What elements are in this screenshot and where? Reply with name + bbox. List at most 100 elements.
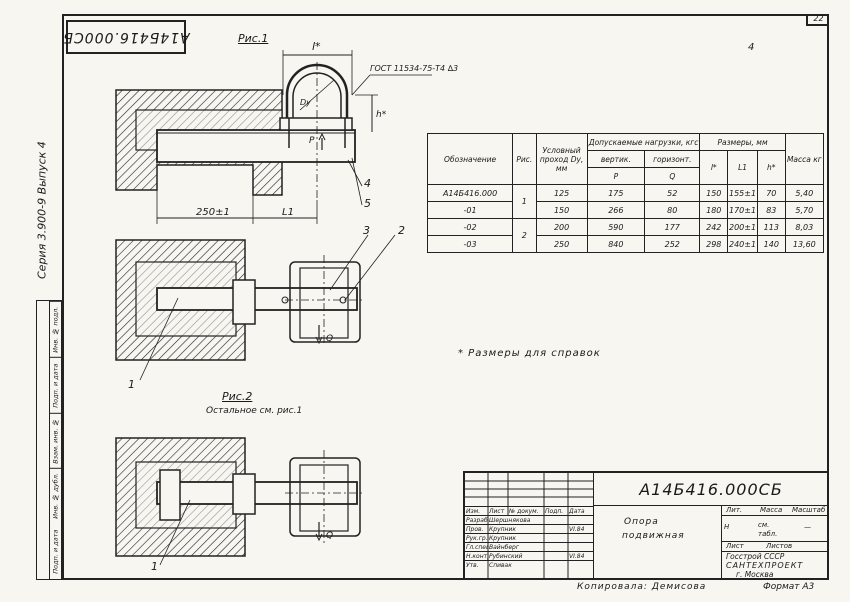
org-1: Госстрой СССР: [726, 552, 785, 561]
fig1-title: Рис.1: [238, 32, 269, 45]
title-block-code: А14Б416.000СБ: [593, 473, 828, 506]
table-row: -03 250 840 252 298 240±1 140 13,60: [426, 235, 825, 253]
th-l1: L1: [727, 150, 758, 185]
fig2-pos1: 1: [151, 560, 158, 573]
th-mass: Масса кг: [784, 133, 825, 185]
title-block-signatures: Изм. Лист № докум. Подп. Дата Разраб. Ше…: [465, 473, 593, 578]
cell-l: 180: [699, 201, 729, 219]
cell-l: 242: [699, 218, 729, 236]
cell-fig: 2: [512, 218, 537, 253]
copied-by: Копировала: Демисова: [577, 582, 707, 592]
th-nominal: Условный проход Dу, мм: [535, 133, 588, 185]
org-2: САНТЕХПРОЕКТ: [726, 561, 804, 570]
cell-l1: 200±1: [727, 218, 758, 236]
th-p: P: [586, 167, 646, 185]
plan-pos1: 1: [128, 378, 135, 391]
th-h: h*: [756, 150, 786, 185]
fig1-dim-dy: Dу: [300, 98, 311, 107]
cell-l: 150: [699, 184, 729, 202]
table-row: -02 2 200 590 177 242 200±1 113 8,03: [426, 218, 825, 253]
fig2-beam: [156, 450, 365, 566]
tb-row: Разраб. Шершнякова: [465, 515, 593, 525]
plan-load-q: Q: [326, 334, 334, 344]
cell-l1: 170±1: [727, 201, 758, 219]
th-designation: Обозначение: [426, 133, 514, 185]
fig2-subtitle: Остальное см. рис.1: [206, 406, 303, 416]
cell-q: 252: [644, 235, 701, 253]
tb-row: Изм. Лист № докум. Подп. Дата: [465, 506, 593, 516]
cell-l: 298: [699, 235, 729, 253]
spec-table: Обозначение Рис. Условный проход Dу, мм …: [426, 133, 825, 253]
fig1-dim-l1: L1: [282, 207, 294, 218]
name-line-1: Опора: [624, 517, 659, 527]
reference-note: * Размеры для справок: [458, 348, 601, 359]
fig2-load-q: Q: [326, 531, 334, 541]
th-dims: Размеры, мм: [699, 133, 786, 151]
cell-q: 177: [644, 218, 701, 236]
cell-designation: -01: [426, 201, 514, 219]
org-3: г. Москва: [736, 570, 774, 579]
fig1-dim-l: l*: [312, 40, 321, 53]
tb-grid-lines: [465, 473, 593, 578]
fig1-gost: ГОСТ 11534-75-Т4 ∆3: [370, 64, 459, 73]
title-block: Изм. Лист № докум. Подп. Дата Разраб. Ше…: [463, 471, 829, 580]
th-fig: Рис.: [512, 133, 537, 185]
cell-designation: -03: [426, 235, 514, 253]
fig1-pipe-clamp: [285, 62, 349, 200]
cell-h: 83: [756, 201, 786, 219]
cell-q: 80: [644, 201, 701, 219]
th-vert: вертик.: [586, 150, 646, 168]
sheet-mark: 4: [748, 42, 755, 53]
tb-row: Утв. Спивак: [465, 560, 593, 570]
plan-pos3: 3: [363, 224, 370, 237]
th-l: l*: [699, 150, 729, 185]
cell-mass: 5,70: [784, 201, 825, 219]
cell-mass: 13,60: [784, 235, 825, 253]
th-loads: Допускаемые нагрузки, кгс: [586, 133, 701, 151]
fig1-pos4: 4: [364, 177, 371, 190]
cell-designation: -02: [426, 218, 514, 236]
cell-dn: 200: [535, 218, 588, 236]
fig2-title: Рис.2: [222, 390, 253, 403]
fig1-dim-250: 250±1: [196, 207, 230, 218]
cell-dn: 125: [535, 184, 588, 202]
table-row: -01 150 266 80 180 170±1 83 5,70: [426, 201, 825, 219]
cell-q: 52: [644, 184, 701, 202]
cell-l1: 240±1: [727, 235, 758, 253]
table-row: А14Б416.000 1 125 175 52 150 155±1 70 5,…: [426, 184, 825, 219]
cell-p: 266: [586, 201, 646, 219]
fig-plan-beam: [139, 234, 396, 381]
th-horiz: горизонт.: [644, 150, 701, 168]
cell-p: 840: [586, 235, 646, 253]
cell-designation: А14Б416.000: [426, 184, 514, 202]
cell-h: 140: [756, 235, 786, 253]
tb-row: Рук.гр. Крупник: [465, 533, 593, 543]
fig1-dimensions: [156, 50, 432, 224]
fig1-pos5: 5: [364, 197, 371, 210]
drawing-frame: [62, 14, 829, 580]
fig1-load-p: P: [309, 136, 315, 146]
cell-mass: 8,03: [784, 218, 825, 236]
sheet-number: 22: [806, 14, 829, 26]
title-block-name: Опора подвижная: [593, 505, 722, 578]
tb-row: Пров. Крупник VI.84: [465, 524, 593, 534]
cell-mass: 5,40: [784, 184, 825, 202]
name-line-2: подвижная: [622, 531, 685, 541]
cell-h: 70: [756, 184, 786, 202]
cell-p: 175: [586, 184, 646, 202]
cell-p: 590: [586, 218, 646, 236]
title-block-meta: Лит. Масса Масштаб Н см. табл. — Лист Ли…: [721, 505, 828, 579]
tb-row: Н.контр. Рубинский VI.84: [465, 551, 593, 561]
cell-dn: 250: [535, 235, 588, 253]
cell-h: 113: [756, 218, 786, 236]
tb-row: Гл.спец. Вайнберг: [465, 542, 593, 552]
cell-l1: 155±1: [727, 184, 758, 202]
side-strip: Инв. № подл. Подп. и дата Взам. инв. № И…: [49, 300, 62, 580]
format-label: Формат А3: [763, 582, 815, 592]
side-strip-outer: [36, 300, 49, 580]
cell-fig: 1: [512, 184, 537, 219]
th-q: Q: [644, 167, 701, 185]
cell-dn: 150: [535, 201, 588, 219]
plan-pos2: 2: [398, 224, 405, 237]
